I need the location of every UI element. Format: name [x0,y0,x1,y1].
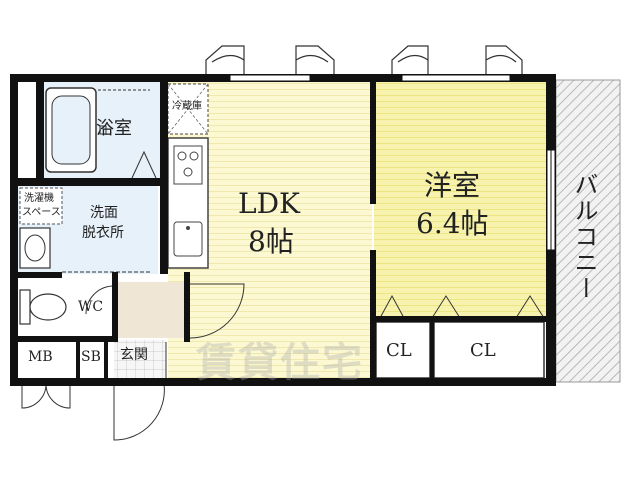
toilet-tank [19,289,31,325]
bathtub-inner [51,95,91,165]
bath-label: 浴室 [96,118,132,139]
closet-1-label: CL [386,340,412,361]
burner-icon [189,151,199,161]
entrance-label: 玄関 [120,347,148,363]
washer-space-label: 洗濯機 [24,193,54,204]
bath-faucet-icon [99,125,107,135]
washroom-label-2: 脱衣所 [82,225,124,241]
balcony-area [555,79,621,383]
wc-door [85,285,113,315]
ldk-size-label: 8帖 [248,225,294,258]
washer-space [19,187,63,225]
interior-walls [18,74,546,382]
fridge-cross [167,83,209,135]
kitchen-sink [173,221,203,257]
mb-label: MB [28,349,53,365]
toilet-bowl [29,293,67,321]
wc-label: WC [78,299,104,315]
balcony-label: バルコニー [570,172,598,302]
western-room-label: 洋室 [424,169,481,202]
watermark: 賃貸住宅 [196,340,364,386]
entrance-floor [116,282,186,338]
fridge-label: 冷蔵庫 [172,101,202,112]
washer-space-label-2: スペース [22,207,61,218]
entrance-tile [114,340,166,380]
entrance-door-swing [113,383,165,441]
burner-icon [183,167,193,177]
ldk-label: LDK [238,187,300,220]
closet-door-icon [379,294,545,319]
bay-windows [205,45,523,74]
ldk-door-swing [189,283,245,339]
sb-label: SB [81,349,101,365]
western-floor [374,82,546,318]
stove [173,145,203,185]
faucet-icon [186,226,190,230]
bath-door [131,150,157,179]
washroom-label: 洗面 [90,205,118,221]
closet-2-label: CL [470,340,496,361]
burner-icon [177,151,187,161]
western-room-size-label: 6.4帖 [416,207,489,240]
windows [229,74,556,251]
mb-door-swing [21,383,71,409]
vanity-basin [24,234,46,262]
